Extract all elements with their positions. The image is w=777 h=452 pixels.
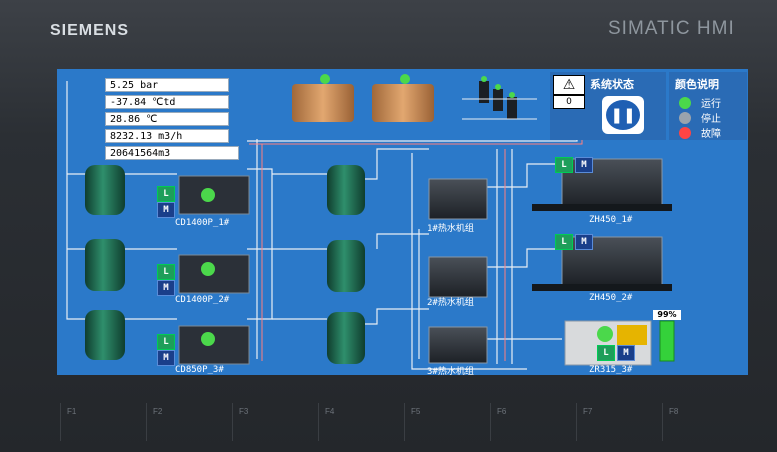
alarm-warning-icon[interactable]: ⚠ bbox=[553, 75, 585, 95]
compressor-3-remote-button[interactable]: M bbox=[617, 345, 635, 361]
compressor-label-1: ZH450_1# bbox=[589, 215, 633, 225]
total-flow-readout: 20641564m3 bbox=[105, 146, 239, 160]
level-bar-fill bbox=[659, 320, 675, 362]
brand-logo: SIEMENS bbox=[50, 22, 130, 39]
compressor-1-local-button[interactable]: L bbox=[555, 157, 573, 173]
system-status-title: 系统状态 bbox=[590, 78, 634, 91]
compressor-3-level-label: 99% bbox=[653, 310, 681, 320]
fkey-7[interactable]: F7 bbox=[576, 403, 646, 441]
dryer-2-local-button[interactable]: L bbox=[157, 264, 175, 280]
heat-recovery-units bbox=[428, 178, 488, 364]
pressure-readout: 5.25 bar bbox=[105, 78, 229, 92]
cooling-tower-1 bbox=[292, 84, 354, 122]
compressor-label-2: ZH450_2# bbox=[589, 293, 633, 303]
fkey-2[interactable]: F2 bbox=[146, 403, 216, 441]
run-dot-icon bbox=[679, 96, 691, 109]
dryer-1-local-button[interactable]: L bbox=[157, 186, 175, 202]
fkey-5[interactable]: F5 bbox=[404, 403, 474, 441]
compressor-2-remote-button[interactable]: M bbox=[575, 234, 593, 250]
heat-unit-label-3: 3#热水机组 bbox=[427, 367, 474, 375]
dryer-3-remote-button[interactable]: M bbox=[157, 350, 175, 366]
cooling-towers bbox=[292, 74, 434, 122]
compressor-1-remote-button[interactable]: M bbox=[575, 157, 593, 173]
compressor-2-local-button[interactable]: L bbox=[555, 234, 573, 250]
air-tank-6 bbox=[327, 312, 365, 364]
dryer-label-2: CD1400P_2# bbox=[175, 295, 230, 305]
air-tank-2 bbox=[85, 239, 125, 291]
hmi-screen: 5.25 bar -37.84 ℃td 28.86 ℃ 8232.13 m3/h… bbox=[57, 69, 748, 375]
compressor-3-local-button[interactable]: L bbox=[597, 345, 615, 361]
alarm-count: 0 bbox=[553, 95, 585, 109]
fkey-6[interactable]: F6 bbox=[490, 403, 560, 441]
air-tank-4 bbox=[327, 165, 365, 215]
dryer-units bbox=[178, 175, 250, 365]
compressor-label-3: ZR315_3# bbox=[589, 365, 633, 375]
legend-item-run: 运行 bbox=[679, 95, 721, 110]
cooling-tower-2 bbox=[372, 84, 434, 122]
temperature-readout: 28.86 ℃ bbox=[105, 112, 229, 126]
fkey-3[interactable]: F3 bbox=[232, 403, 302, 441]
legend-item-stop: 停止 bbox=[679, 110, 721, 125]
dryer-3-local-button[interactable]: L bbox=[157, 334, 175, 350]
dryer-label-3: CD850P_3# bbox=[175, 365, 224, 375]
dryer-2-remote-button[interactable]: M bbox=[157, 280, 175, 296]
air-tank-1 bbox=[85, 165, 125, 215]
product-name: SIMATIC HMI bbox=[608, 18, 735, 39]
fkey-8[interactable]: F8 bbox=[662, 403, 732, 441]
dryer-1-remote-button[interactable]: M bbox=[157, 202, 175, 218]
dewpoint-readout: -37.84 ℃td bbox=[105, 95, 229, 109]
air-tank-5 bbox=[327, 240, 365, 292]
fault-dot-icon bbox=[679, 126, 691, 139]
system-status-panel: ⚠ 0 系统状态 ❚❚ bbox=[550, 72, 666, 140]
heat-unit-label-1: 1#热水机组 bbox=[427, 224, 474, 234]
fkey-4[interactable]: F4 bbox=[318, 403, 388, 441]
fkey-1[interactable]: F1 bbox=[60, 403, 130, 441]
heat-unit-label-2: 2#热水机组 bbox=[427, 298, 474, 308]
pump-group bbox=[479, 76, 517, 119]
process-diagram bbox=[66, 74, 675, 370]
color-legend-panel: 颜色说明 运行 停止 故障 bbox=[669, 72, 747, 140]
stop-dot-icon bbox=[679, 111, 691, 124]
dryer-label-1: CD1400P_1# bbox=[175, 218, 230, 228]
air-tanks bbox=[85, 165, 365, 364]
legend-item-fault: 故障 bbox=[679, 125, 721, 140]
flow-readout: 8232.13 m3/h bbox=[105, 129, 229, 143]
pipe-network bbox=[66, 81, 578, 370]
compressor-units bbox=[532, 158, 672, 366]
function-key-row: F1 F2 F3 F4 F5 F6 F7 F8 bbox=[60, 403, 740, 443]
pause-icon: ❚❚ bbox=[606, 100, 640, 130]
air-tank-3 bbox=[85, 310, 125, 360]
legend-title: 颜色说明 bbox=[675, 78, 719, 91]
system-status-button[interactable]: ❚❚ bbox=[602, 96, 644, 134]
